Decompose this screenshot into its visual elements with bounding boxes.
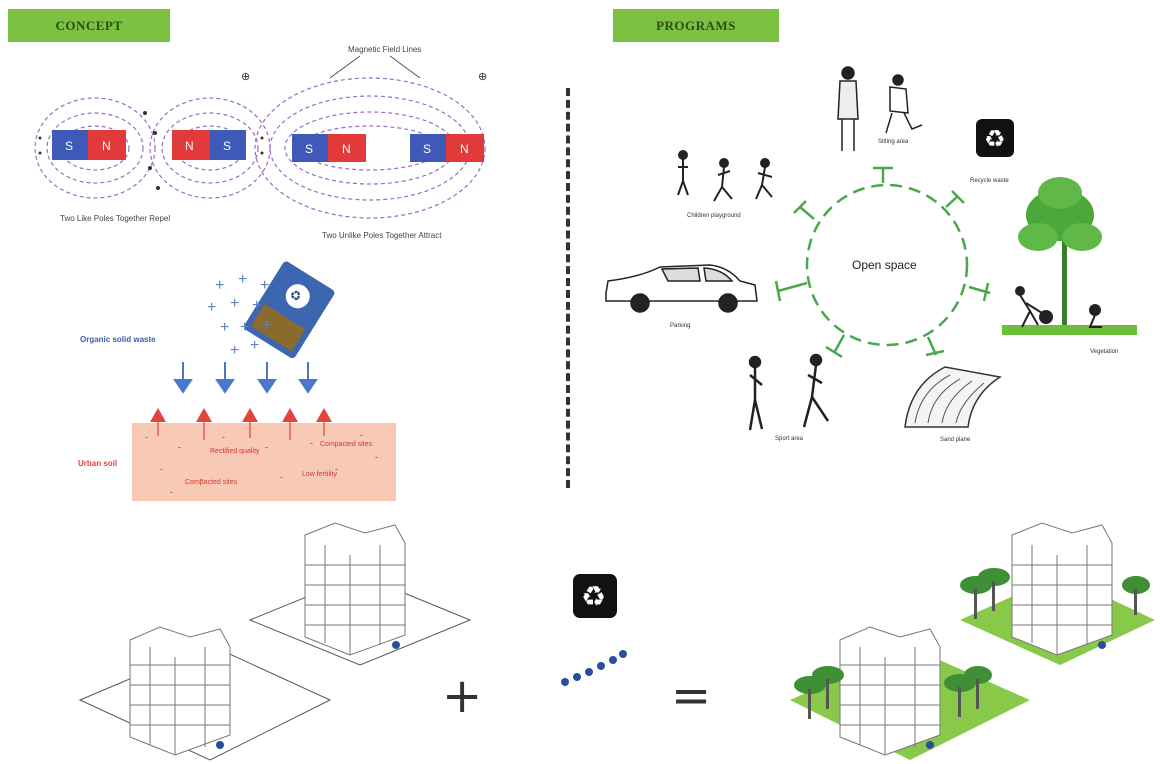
drain-node <box>216 741 224 749</box>
building-back <box>1011 522 1113 656</box>
soil-up-arrows <box>150 408 332 422</box>
recycle-icon: ♻ <box>573 574 617 618</box>
sitting-area-label: Sitting area <box>878 139 909 145</box>
organic-down-arrows <box>173 362 318 394</box>
svg-text:-: - <box>360 430 363 440</box>
magnet-diagram: S N N S ⊕ Two Like Poles Together Repel … <box>34 45 487 240</box>
plus-sign: + <box>442 668 483 724</box>
svg-text:+: + <box>252 297 261 314</box>
sport-area-label: Sport area <box>775 436 804 442</box>
svg-text:+: + <box>207 299 216 316</box>
soil-dashes: - - - - - - - - - - - - <box>145 430 378 497</box>
programs-tag: PROGRAMS <box>613 9 779 42</box>
svg-text:♻: ♻ <box>984 126 1006 153</box>
organic-waste-label: Organic solid waste <box>80 335 156 344</box>
soil-diagram: ♻ +++ +++ +++ ++ Organic solid waste ---… <box>78 261 396 501</box>
svg-text:+: + <box>262 317 271 334</box>
palm-trees-back <box>960 568 1150 619</box>
attract-caption: Two Unlike Poles Together Attract <box>322 231 442 240</box>
svg-text:-: - <box>222 432 225 442</box>
svg-text:+: + <box>230 342 239 359</box>
recycle-plus-nodes: ♻ <box>561 574 627 686</box>
children-playground-label: Children playground <box>687 213 741 219</box>
sitting-people-icon <box>837 66 923 151</box>
open-space-label: Open space <box>852 258 917 272</box>
compost-bin-icon: ♻ <box>244 261 335 359</box>
svg-text:+: + <box>220 319 229 336</box>
repel-magnet-right: N S <box>172 130 246 160</box>
palm-trees-front <box>794 666 992 719</box>
building-back <box>304 522 406 656</box>
children-icon <box>677 150 773 202</box>
svg-text:+: + <box>260 277 269 294</box>
svg-text:+: + <box>215 277 224 294</box>
svg-text:-: - <box>178 442 181 452</box>
improved-quality-label: Rectified quality <box>210 448 260 455</box>
compass-icon: ⊕ <box>478 71 487 83</box>
pole-n-label: N <box>185 139 194 153</box>
svg-text:+: + <box>250 337 259 354</box>
gardener-icon <box>1015 286 1102 328</box>
repel-caption: Two Like Poles Together Repel <box>60 214 170 223</box>
svg-text:-: - <box>160 464 163 474</box>
recycle-waste-label: Recycle waste <box>970 178 1009 184</box>
compass-icon: ⊕ <box>241 71 250 83</box>
svg-text:-: - <box>310 438 313 448</box>
concept-tag: CONCEPT <box>8 9 170 42</box>
svg-text:+: + <box>230 295 239 312</box>
drain-node <box>1098 641 1106 649</box>
urban-soil-layer <box>132 423 396 501</box>
svg-text:-: - <box>145 432 148 442</box>
pole-n-label: N <box>102 139 111 153</box>
buildings-after <box>790 522 1155 760</box>
repel-magnet-left: S N <box>52 130 126 160</box>
building-front <box>839 626 941 756</box>
urban-soil-label: Urban soil <box>78 459 117 468</box>
grass-strip <box>1002 325 1137 335</box>
parking-label: Parking <box>670 323 690 329</box>
waste-particles: +++ +++ +++ ++ <box>207 271 271 359</box>
low-fertility-label: Low fertility <box>302 471 338 478</box>
field-lines-pointer <box>329 55 421 79</box>
pole-s-label: S <box>223 139 231 153</box>
attract-magnet-left: S N <box>292 134 366 162</box>
compacted-sites-label: Compacted sites <box>185 479 238 486</box>
pole-n-label: N <box>342 142 351 156</box>
svg-text:-: - <box>280 472 283 482</box>
svg-text:-: - <box>335 464 338 474</box>
attract-magnet-right: S N <box>410 134 484 162</box>
pole-s-label: S <box>65 139 73 153</box>
tree-icon <box>1018 177 1102 325</box>
pole-n-label: N <box>460 142 469 156</box>
car-icon <box>605 264 758 313</box>
vegetation-label: Vegetation <box>1090 349 1118 355</box>
nutrient-dots <box>561 650 627 686</box>
soil-up-arrow-stems <box>157 422 325 440</box>
drain-node <box>926 741 934 749</box>
svg-text:-: - <box>170 487 173 497</box>
svg-text:♻: ♻ <box>581 581 606 612</box>
programs-diagram: Open space Sitting area ♻ Recycle waste <box>605 66 1137 443</box>
svg-text:-: - <box>375 452 378 462</box>
pole-s-label: S <box>305 142 313 156</box>
sand-plane-icon <box>904 366 1003 428</box>
buildings-before <box>78 522 472 761</box>
pole-s-label: S <box>423 142 431 156</box>
open-space-ring <box>805 183 969 347</box>
equals-sign: = <box>671 668 712 724</box>
drain-node <box>392 641 400 649</box>
svg-text:+: + <box>238 271 247 288</box>
svg-text:+: + <box>240 319 249 336</box>
compacted-sites-label: Compacted sites <box>320 441 373 448</box>
field-lines-label: Magnetic Field Lines <box>348 45 421 54</box>
recycle-icon: ♻ <box>976 119 1014 157</box>
section-divider <box>566 88 570 488</box>
ring-connectors <box>774 166 991 359</box>
building-front <box>129 626 231 756</box>
repel-arrows <box>38 111 264 190</box>
svg-text:-: - <box>265 442 268 452</box>
sand-plane-label: Sand plane <box>940 437 971 443</box>
svg-text:-: - <box>200 474 203 484</box>
sport-people-icon <box>748 353 830 431</box>
